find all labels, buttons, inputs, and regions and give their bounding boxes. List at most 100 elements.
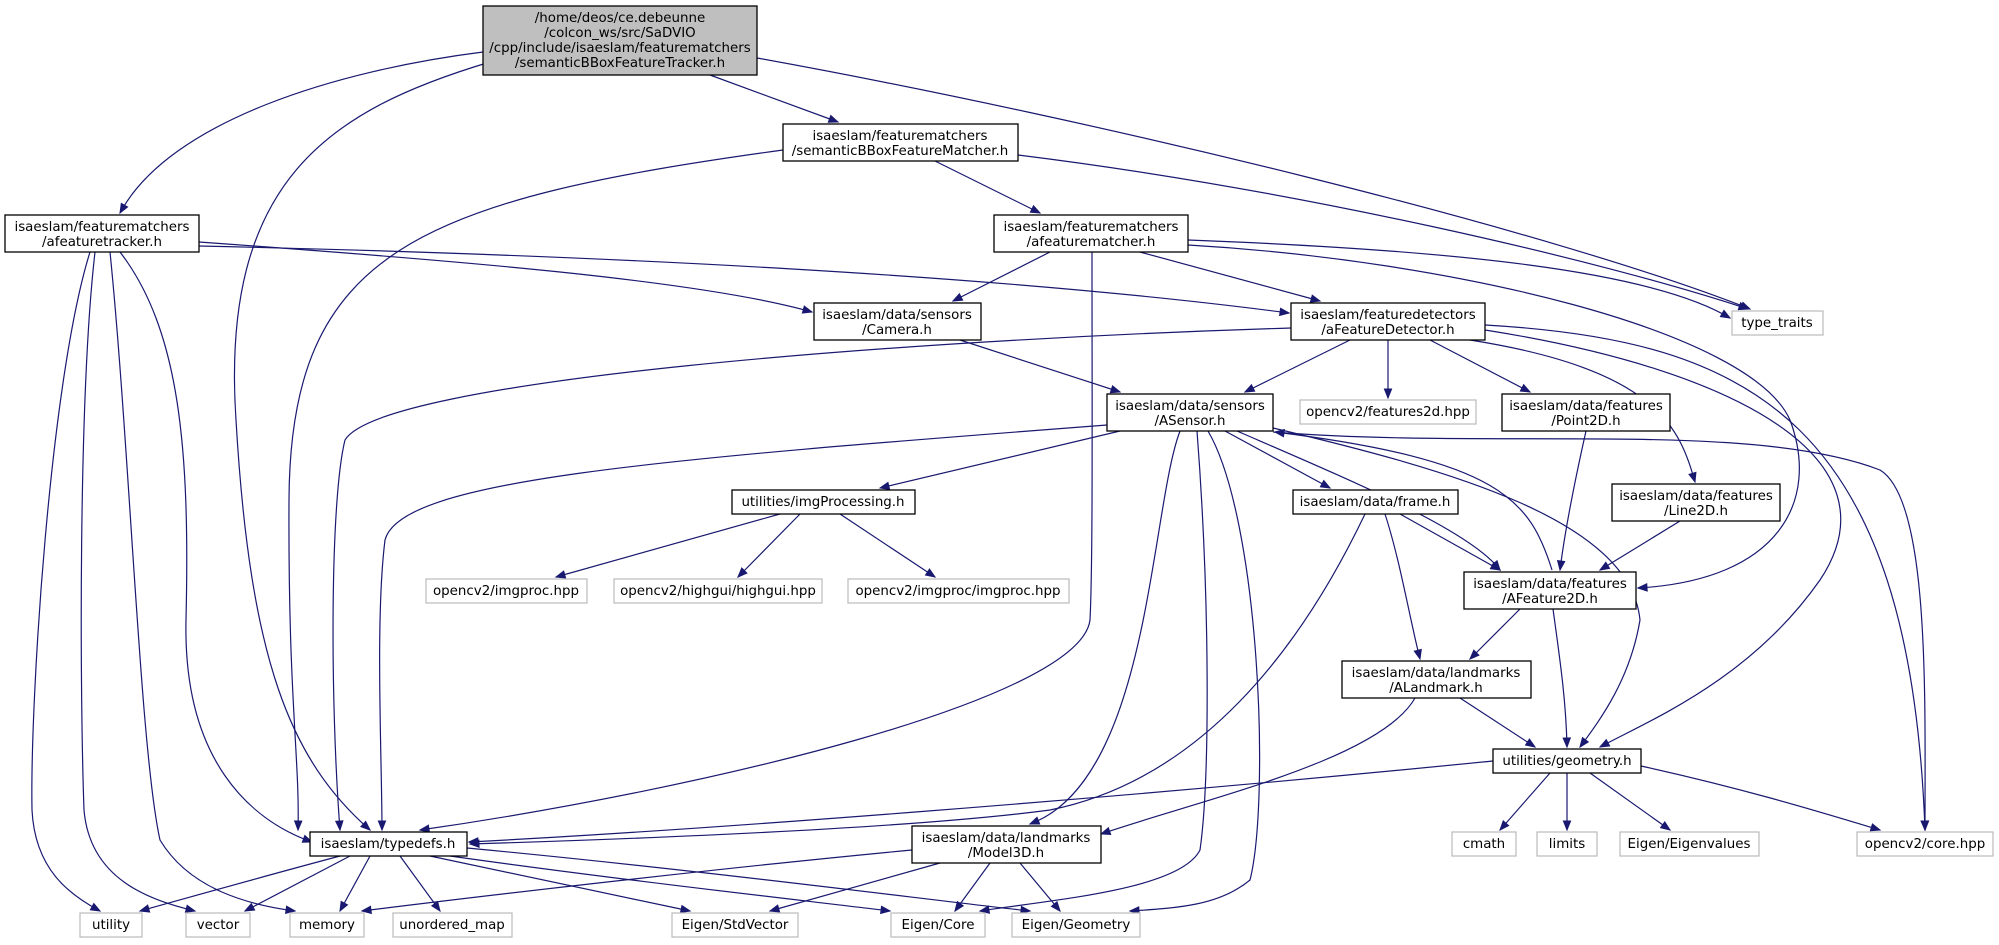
edge-typedefs-utility <box>138 855 341 913</box>
node-label-line: isaeslam/data/features <box>1619 489 1773 504</box>
edge-arrowhead <box>1029 204 1042 214</box>
node-label-line: memory <box>299 918 355 933</box>
edge-line <box>109 251 296 912</box>
edge-line <box>332 327 1292 831</box>
edge-line <box>1384 513 1421 660</box>
node-label-line: isaeslam/data/landmarks <box>1352 666 1521 681</box>
node-alandmark[interactable]: isaeslam/data/landmarks /ALandmark.h <box>1341 660 1532 699</box>
edge-matcher-camera <box>951 251 1051 302</box>
edge-line <box>1272 431 1926 831</box>
edge-sem-matcher-matcher <box>934 160 1042 214</box>
node-opencv-highgui[interactable]: opencv2/highgui/highgui.hpp <box>613 578 823 604</box>
node-label-line: Eigen/StdVector <box>682 918 789 933</box>
edge-line <box>1559 430 1587 571</box>
edge-detector-typedefs <box>332 327 1292 832</box>
node-semantic-bbox-feature-matcher[interactable]: isaeslam/featurematchers /semanticBBoxFe… <box>782 123 1019 162</box>
edge-root-tracker <box>119 51 484 215</box>
edge-line <box>139 855 341 912</box>
node-imgprocessing[interactable]: utilities/imgProcessing.h <box>731 489 916 515</box>
node-typedefs[interactable]: isaeslam/typedefs.h <box>309 831 468 857</box>
edge-line <box>1029 430 1181 825</box>
edge-arrowhead <box>951 292 964 302</box>
node-label-line: opencv2/features2d.hpp <box>1306 405 1470 420</box>
edge-arrowhead <box>978 905 991 914</box>
node-label-line: opencv2/highgui/highgui.hpp <box>620 584 816 599</box>
node-label-line: isaeslam/data/frame.h <box>1300 495 1451 510</box>
node-label-line: /AFeature2D.h <box>1502 592 1598 607</box>
node-point2d[interactable]: isaeslam/data/features /Point2D.h <box>1501 393 1671 432</box>
edge-tracker-typedefs <box>119 251 314 843</box>
node-limits[interactable]: limits <box>1536 831 1598 857</box>
edge-line <box>737 513 801 578</box>
edge-line <box>1244 339 1351 393</box>
node-eigen-stdvector[interactable]: Eigen/StdVector <box>671 912 799 938</box>
edge-arrowhead <box>377 820 387 832</box>
node-eigen-core[interactable]: Eigen/Core <box>890 912 986 938</box>
node-opencv-features2d[interactable]: opencv2/features2d.hpp <box>1299 399 1477 425</box>
edge-line <box>709 74 839 123</box>
node-opencv-imgproc[interactable]: opencv2/imgproc.hpp <box>425 578 588 604</box>
edge-arrowhead <box>1562 737 1572 749</box>
edge-arrowhead <box>1243 383 1256 393</box>
edge-arrowhead <box>924 568 937 578</box>
edge-imgproc-cv-highgui <box>737 513 801 578</box>
edge-model3d-memory <box>360 849 913 915</box>
edge-geometry-cmath <box>1499 772 1551 832</box>
edge-tracker-vector <box>80 251 197 913</box>
edge-arrowhead <box>1598 561 1611 571</box>
edge-line <box>1139 251 1321 302</box>
edge-tracker-camera <box>198 241 814 314</box>
node-geometry[interactable]: utilities/geometry.h <box>1492 748 1642 774</box>
node-label-line: /ALandmark.h <box>1389 681 1483 696</box>
edge-afeature2d-alandmark <box>1469 608 1521 660</box>
edge-arrowhead <box>768 904 781 913</box>
edge-line <box>1100 697 1416 835</box>
node-type-traits[interactable]: type_traits <box>1731 310 1824 336</box>
edge-line <box>233 61 491 831</box>
node-afeaturematcher[interactable]: isaeslam/featurematchers /afeaturematche… <box>993 214 1189 253</box>
node-cmath[interactable]: cmath <box>1451 831 1517 857</box>
node-afeaturedetector[interactable]: isaeslam/featuredetectors /aFeatureDetec… <box>1290 302 1486 341</box>
edge-geometry-limits <box>1562 773 1572 832</box>
edge-line <box>288 149 784 831</box>
node-afeaturetracker[interactable]: isaeslam/featurematchers /afeaturetracke… <box>4 214 200 253</box>
edge-line <box>1129 430 1261 912</box>
edge-frame-afeature2d <box>1399 513 1502 571</box>
edge-arrowhead <box>467 837 479 846</box>
node-line2d[interactable]: isaeslam/data/features /Line2D.h <box>1611 483 1781 522</box>
node-eigen-geometry[interactable]: Eigen/Geometry <box>1011 912 1141 938</box>
node-camera[interactable]: isaeslam/data/sensors /Camera.h <box>813 302 982 341</box>
node-eigen-eigenvalues[interactable]: Eigen/Eigenvalues <box>1619 831 1760 857</box>
node-opencv-core[interactable]: opencv2/core.hpp <box>1856 831 1994 857</box>
edge-arrowhead <box>737 567 748 578</box>
edge-imgproc-cv-imgproc2 <box>839 513 937 578</box>
edge-asensor-eigen-geometry <box>1128 430 1261 915</box>
edge-line <box>1399 513 1501 571</box>
node-vector[interactable]: vector <box>185 912 251 938</box>
edge-arrowhead <box>1719 309 1732 319</box>
edge-line <box>119 251 313 843</box>
node-opencv-imgproc-imgproc[interactable]: opencv2/imgproc/imgproc.hpp <box>847 578 1070 604</box>
node-label-line: limits <box>1549 837 1585 852</box>
node-utility[interactable]: utility <box>79 912 143 938</box>
node-frame[interactable]: isaeslam/data/frame.h <box>1292 489 1459 515</box>
edge-line <box>1484 329 1842 748</box>
edge-matcher-type-traits <box>1187 239 1732 319</box>
node-unordered-map[interactable]: unordered_map <box>392 912 513 938</box>
edge-matcher-afeature2d <box>1187 244 1800 592</box>
edge-arrowhead <box>1556 560 1566 572</box>
edge-line <box>449 855 891 912</box>
edge-line <box>198 241 813 313</box>
node-asensor[interactable]: isaeslam/data/sensors /ASensor.h <box>1106 393 1274 432</box>
node-label-line: isaeslam/data/features <box>1473 577 1627 592</box>
edge-line <box>1469 608 1521 660</box>
node-memory[interactable]: memory <box>289 912 365 938</box>
edge-arrowhead <box>1869 823 1882 832</box>
edge-arrowhead <box>284 905 297 914</box>
edge-asensor-eigen-core <box>978 430 1208 914</box>
edge-tracker-utility <box>31 251 102 912</box>
node-model3d[interactable]: isaeslam/data/landmarks /Model3D.h <box>911 825 1102 864</box>
node-afeature2d[interactable]: isaeslam/data/features /AFeature2D.h <box>1463 571 1637 610</box>
edge-arrowhead <box>1028 816 1041 825</box>
